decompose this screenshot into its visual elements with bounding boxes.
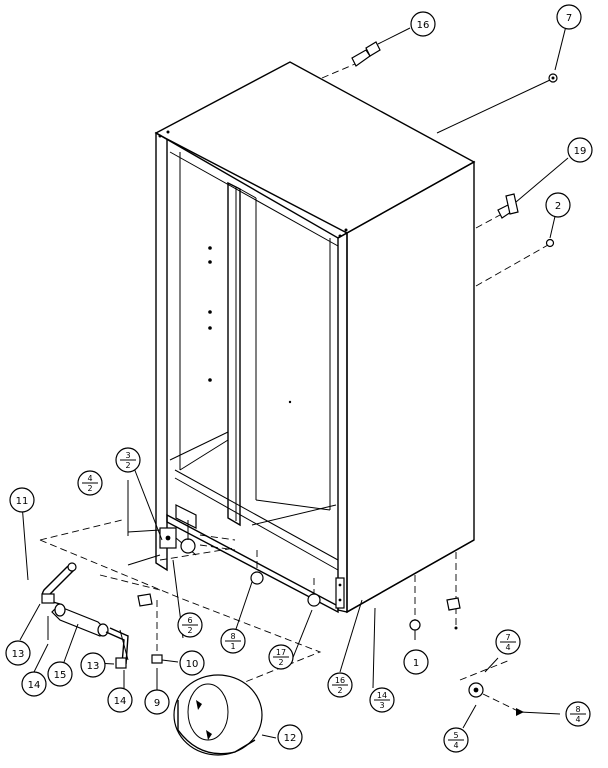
callout-numerator: 16: [335, 676, 345, 685]
callout-label: 1: [413, 658, 419, 669]
callout-8-1: 8 1: [220, 628, 246, 654]
callout-12: 12: [277, 724, 303, 750]
callout-label: 13: [12, 649, 25, 660]
leader-lines: [19, 25, 569, 729]
callout-numerator: 5: [453, 731, 458, 740]
callout-numerator: 6: [187, 616, 192, 625]
callout-denominator: 4: [505, 643, 510, 652]
callout-label: 15: [54, 670, 67, 681]
drain-tube-assembly: [39, 519, 322, 691]
callout-label: 14: [28, 680, 41, 691]
callout-denominator: 2: [87, 484, 92, 493]
callout-label: 11: [16, 496, 29, 507]
callout-label: 9: [154, 698, 160, 709]
callout-5-4: 5 4: [443, 727, 469, 753]
callout-16: 16: [410, 11, 436, 37]
callout-denominator: 1: [230, 642, 235, 651]
callout-16-2: 16 2: [327, 672, 353, 698]
callout-denominator: 2: [125, 461, 130, 470]
cabinet-hardware: [321, 41, 558, 287]
callout-denominator: 2: [337, 686, 342, 695]
callout-7-4: 7 4: [495, 629, 521, 655]
callout-numerator: 14: [377, 691, 387, 700]
hose-15-icon: [51, 603, 109, 637]
callout-denominator: 2: [278, 658, 283, 667]
callout-label: 10: [186, 659, 199, 670]
callout-4-2: 4 2: [77, 470, 103, 496]
front-lower-hardware: [127, 504, 461, 631]
callout-label: 13: [87, 661, 100, 672]
callout-label: 12: [284, 733, 297, 744]
callout-6-2: 6 2: [177, 612, 203, 638]
callout-13-right: 13: [80, 652, 106, 678]
callout-numerator: 8: [230, 632, 235, 641]
callout-3-2: 3 2: [115, 447, 141, 473]
callout-denominator: 4: [575, 715, 580, 724]
callout-denominator: 3: [379, 701, 384, 710]
screw-2-icon: [545, 238, 555, 248]
callout-1: 1: [403, 649, 429, 675]
callout-14-left: 14: [21, 671, 47, 697]
clamp-13b-icon: [115, 657, 127, 669]
roller-5-icon: [468, 682, 484, 698]
rear-roller-assembly: [459, 659, 561, 716]
cabinet: [154, 61, 476, 614]
callout-denominator: 4: [453, 741, 458, 750]
callout-13-left: 13: [5, 640, 31, 666]
clip-10-icon: [151, 654, 163, 664]
screw-7-icon: [548, 73, 558, 83]
callout-8-4: 8 4: [565, 701, 591, 727]
callout-numerator: 17: [276, 648, 286, 657]
callout-label: 14: [114, 696, 127, 707]
callout-label: 16: [417, 20, 430, 31]
callout-19: 19: [567, 137, 593, 163]
callout-numerator: 4: [87, 474, 92, 483]
callout-denominator: 2: [187, 626, 192, 635]
callout-15: 15: [47, 661, 73, 687]
callout-14-3: 14 3: [369, 687, 395, 713]
callout-11: 11: [9, 487, 35, 513]
callout-17-2: 17 2: [268, 644, 294, 670]
callout-14-right: 14: [107, 687, 133, 713]
screw-16-icon: [321, 41, 381, 79]
drain-pan-12-icon: [173, 674, 277, 756]
callout-7: 7: [556, 4, 582, 30]
callout-label: 7: [566, 13, 572, 24]
callout-9: 9: [144, 689, 170, 715]
callout-numerator: 3: [125, 451, 130, 460]
hinge-bracket-19-icon: [497, 193, 519, 219]
callout-label: 19: [574, 146, 587, 157]
callout-label: 2: [555, 201, 561, 212]
callout-10: 10: [179, 650, 205, 676]
callout-numerator: 8: [575, 705, 580, 714]
callout-numerator: 7: [505, 633, 510, 642]
callout-2: 2: [545, 192, 571, 218]
clamp-13-icon: [41, 593, 55, 604]
